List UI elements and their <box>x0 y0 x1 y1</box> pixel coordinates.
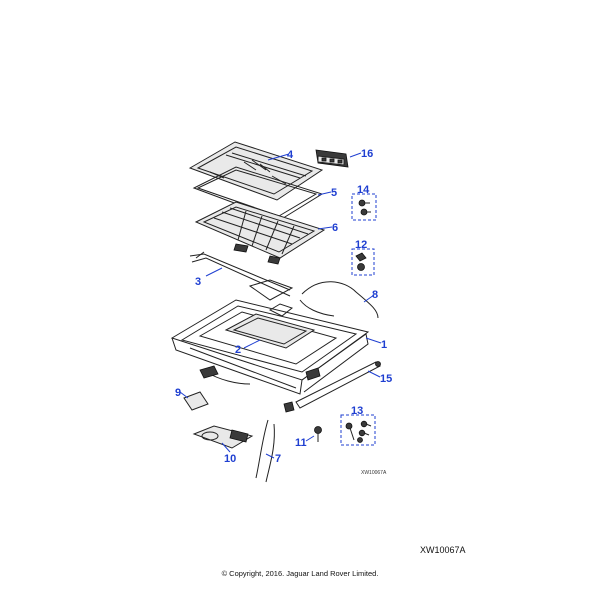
part-6-frame[interactable] <box>194 201 326 265</box>
callout-8: 8 <box>372 289 378 301</box>
reference-code: XW10067A <box>420 545 466 555</box>
part-14-fastener-group[interactable] <box>351 193 377 221</box>
part-1-sunroof-frame-assembly[interactable] <box>170 299 370 395</box>
part-10-motor[interactable] <box>192 425 254 449</box>
small-reference-code: XW10067A <box>361 470 387 476</box>
callout-7: 7 <box>275 453 281 465</box>
copyright-notice: © Copyright, 2016. Jaguar Land Rover Lim… <box>221 569 379 578</box>
callout-4: 4 <box>287 149 294 161</box>
callout-5: 5 <box>331 187 337 199</box>
part-8-drain-hose[interactable] <box>299 281 379 319</box>
callout-13: 13 <box>351 405 363 417</box>
callout-11: 11 <box>295 437 307 449</box>
part-9-pad[interactable] <box>183 391 209 411</box>
callout-2: 2 <box>235 344 241 356</box>
callout-14: 14 <box>357 184 370 196</box>
part-13-screw-group[interactable] <box>340 414 376 446</box>
part-2-shade-panel[interactable] <box>224 313 316 349</box>
part-15-deflector[interactable] <box>283 361 381 413</box>
part-16-switch[interactable] <box>315 149 349 168</box>
callout-1: 1 <box>381 339 387 351</box>
part-3-guide-rail[interactable] <box>189 251 294 301</box>
callout-15: 15 <box>380 373 392 385</box>
part-4-glass-panel[interactable] <box>188 141 324 201</box>
part-11-bolt[interactable] <box>314 426 322 443</box>
callout-9: 9 <box>175 387 181 399</box>
callout-16: 16 <box>361 148 373 160</box>
callout-10: 10 <box>224 453 236 465</box>
part-12-clip-group[interactable] <box>351 248 375 276</box>
callout-6: 6 <box>332 222 338 234</box>
callout-3: 3 <box>195 276 201 288</box>
callout-12: 12 <box>355 239 367 251</box>
part-7-cables[interactable] <box>255 419 275 483</box>
